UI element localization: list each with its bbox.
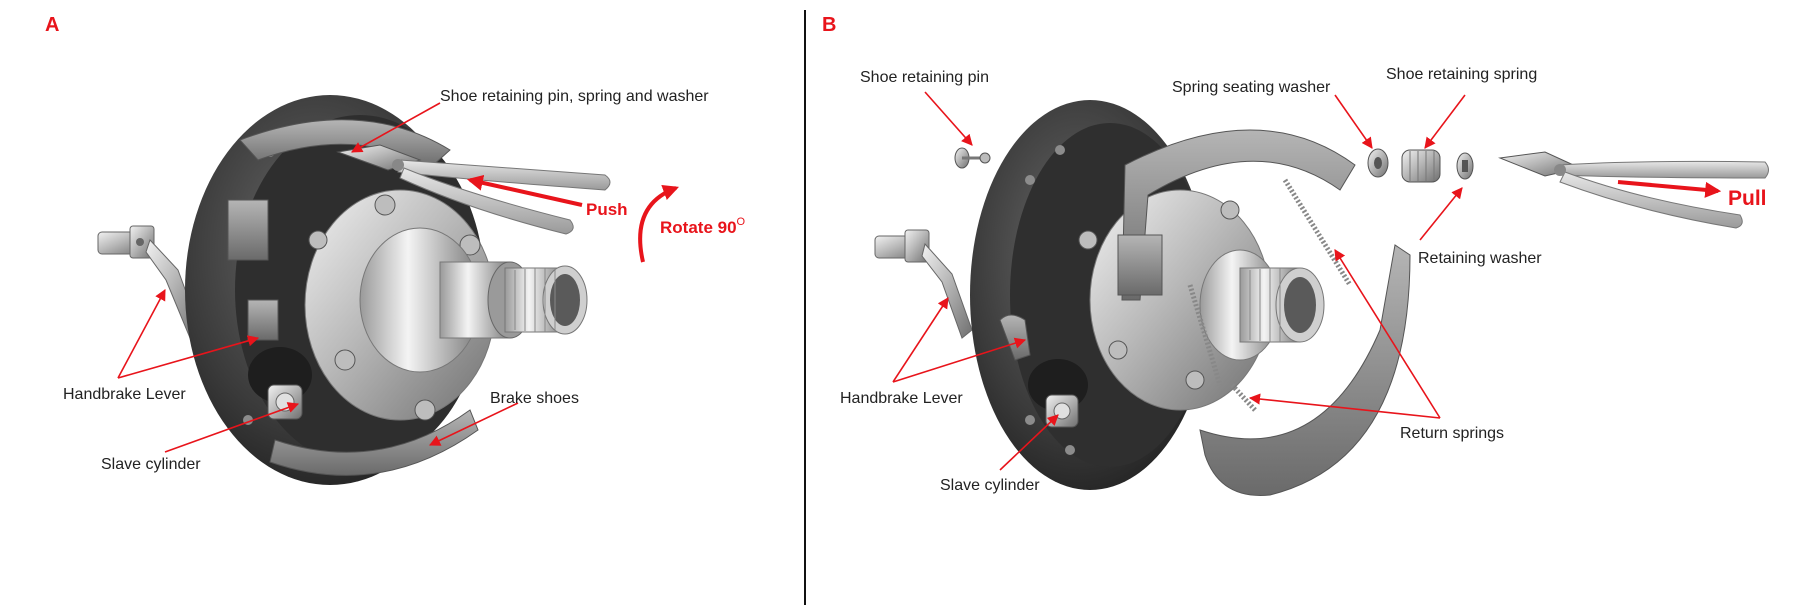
brake-shoe-upper-b bbox=[1121, 129, 1356, 301]
panel-b-letter: B bbox=[822, 14, 836, 36]
brake-shoe-upper-a bbox=[239, 119, 451, 169]
label-retaining-washer: Retaining washer bbox=[1418, 250, 1542, 267]
label-slave-cylinder-a: Slave cylinder bbox=[101, 456, 201, 473]
leader-retaining-washer-b bbox=[1419, 187, 1463, 241]
leader-shoe-pin-a bbox=[351, 102, 441, 153]
leader-return-springs-b-1 bbox=[1334, 249, 1441, 419]
label-slave-cylinder-b: Slave cylinder bbox=[940, 477, 1040, 494]
leader-return-springs-b-2 bbox=[1248, 393, 1441, 419]
leader-shoe-retaining-spring-b bbox=[1424, 94, 1466, 149]
shoe-retaining-pin-b bbox=[954, 147, 991, 169]
leader-slave-cylinder-a bbox=[164, 402, 300, 453]
rotate-label-text: Rotate 90 bbox=[660, 218, 737, 237]
flange-bolts-a bbox=[308, 194, 481, 421]
push-label: Push bbox=[586, 200, 628, 219]
label-shoe-retaining-spring: Shoe retaining spring bbox=[1386, 66, 1537, 83]
leader-handbrake-b-1 bbox=[892, 297, 949, 383]
leader-spring-seating-washer-b bbox=[1334, 94, 1373, 149]
leader-handbrake-a-2 bbox=[117, 335, 260, 379]
panel-a: A bbox=[45, 14, 746, 485]
pull-label: Pull bbox=[1728, 187, 1767, 210]
panel-b: B bbox=[822, 14, 1769, 496]
rotate-degree-mark: O bbox=[737, 216, 746, 228]
drum-holes-b bbox=[1025, 145, 1075, 455]
rotate-arrow bbox=[638, 184, 680, 263]
leader-brake-shoes-a bbox=[428, 402, 519, 446]
panel-a-letter: A bbox=[45, 14, 59, 36]
hub-spindle-a bbox=[359, 227, 588, 373]
push-arrow bbox=[466, 174, 583, 207]
rotate-label: Rotate 90O bbox=[660, 216, 746, 237]
label-shoe-pin-spring-washer: Shoe retaining pin, spring and washer bbox=[440, 88, 709, 105]
leader-handbrake-a-1 bbox=[117, 289, 166, 379]
label-shoe-retaining-pin: Shoe retaining pin bbox=[860, 69, 989, 86]
handbrake-linkage-b bbox=[874, 229, 973, 339]
leader-shoe-retaining-pin-b bbox=[924, 91, 973, 146]
brake-shoe-lower-a bbox=[269, 409, 479, 476]
leader-slave-cylinder-b bbox=[999, 414, 1059, 471]
label-handbrake-lever-a: Handbrake Lever bbox=[63, 386, 186, 403]
hub-spindle-b bbox=[1199, 249, 1325, 361]
label-return-springs: Return springs bbox=[1400, 425, 1504, 442]
leader-handbrake-b-2 bbox=[892, 337, 1027, 383]
return-springs-b bbox=[1187, 178, 1353, 412]
label-spring-seating-washer: Spring seating washer bbox=[1172, 79, 1331, 96]
brake-shoe-lower-b bbox=[1199, 244, 1411, 496]
flange-bolts-b bbox=[1078, 200, 1240, 390]
label-handbrake-lever-b: Handbrake Lever bbox=[840, 390, 963, 407]
label-brake-shoes-a: Brake shoes bbox=[490, 390, 579, 407]
pliers-b bbox=[1498, 151, 1769, 229]
pull-arrow bbox=[1617, 180, 1722, 198]
shoe-retaining-spring-b bbox=[1401, 149, 1441, 183]
